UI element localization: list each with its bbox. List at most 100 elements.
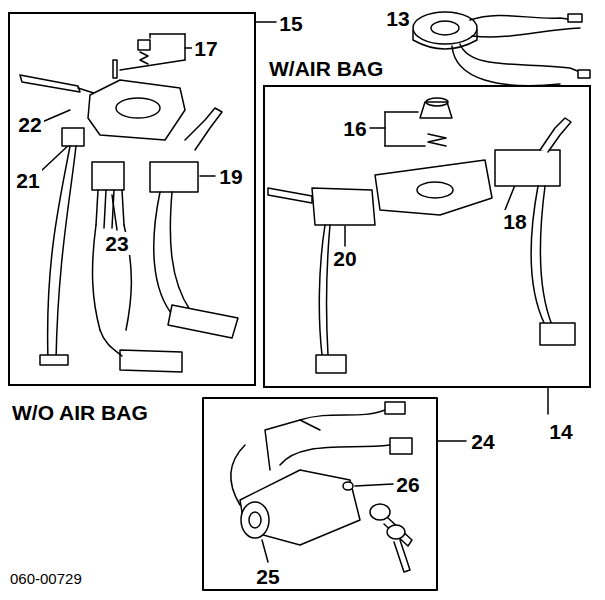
drawing-stroke <box>375 160 492 215</box>
drawing-stroke <box>168 305 238 338</box>
drawing-stroke <box>262 540 268 562</box>
drawing-stroke <box>120 350 182 372</box>
drawing-stroke <box>240 470 360 545</box>
group-frame <box>203 398 437 590</box>
ignition-switch <box>231 402 412 572</box>
drawing-stroke <box>96 190 124 228</box>
callout-number: 25 <box>254 565 281 588</box>
drawing-stroke <box>540 323 575 345</box>
drawing-stroke <box>385 145 425 147</box>
drawing-stroke <box>154 192 190 318</box>
drawing-stroke <box>185 108 222 150</box>
callout-number: 24 <box>469 430 496 453</box>
drawing-stroke <box>48 146 70 360</box>
drawing-stroke <box>394 540 410 572</box>
drawing-stroke <box>280 445 390 465</box>
leader-lines <box>40 22 548 562</box>
drawing-stroke <box>431 21 459 35</box>
drawing-stroke <box>312 188 375 225</box>
drawing-stroke <box>355 484 393 486</box>
drawing-stroke <box>113 60 117 78</box>
drawing-stroke <box>426 98 448 106</box>
drawing-stroke <box>370 127 385 129</box>
drawing-stroke <box>390 438 412 454</box>
drawing-stroke <box>384 112 386 146</box>
drawing-stroke <box>438 440 466 442</box>
drawing-stroke <box>249 512 261 528</box>
group-heading: W/O AIR BAG <box>12 401 148 425</box>
drawing-stroke <box>100 330 122 356</box>
drawing-stroke <box>387 525 405 539</box>
drawing-stroke <box>370 504 390 520</box>
drawing-stroke <box>150 33 185 35</box>
drawing-stroke <box>460 44 585 74</box>
drawing-stroke <box>472 28 580 37</box>
drawing-stroke <box>452 46 560 86</box>
drawing-stroke <box>316 355 346 373</box>
drawing-stroke <box>200 175 215 177</box>
group-heading: W/AIR BAG <box>269 57 383 81</box>
drawing-stroke <box>184 34 186 60</box>
drawing-stroke <box>413 30 477 49</box>
drawing-stroke <box>149 34 151 38</box>
drawing-stroke <box>20 75 80 92</box>
drawing-stroke <box>265 420 320 470</box>
drawing-stroke <box>120 60 185 70</box>
drawing-stroke <box>56 146 76 360</box>
callout-number: 18 <box>501 210 528 233</box>
drawing-stroke <box>417 182 453 198</box>
drawing-stroke <box>231 445 245 505</box>
drawing-stroke <box>344 226 346 246</box>
callout-number: 23 <box>103 232 130 255</box>
drawing-stroke <box>327 225 330 355</box>
callout-number: 19 <box>217 165 244 188</box>
callout-number: 20 <box>331 247 358 270</box>
drawing-stroke <box>578 70 590 78</box>
drawing-stroke <box>540 118 571 152</box>
drawing-stroke <box>470 15 575 20</box>
drawing-stroke <box>268 188 312 203</box>
drawing-stroke <box>140 52 148 64</box>
combination-switch-w-airbag <box>268 98 575 373</box>
drawing-stroke <box>138 40 150 50</box>
drawing-stroke <box>93 225 132 330</box>
group-frame: W/O AIR BAG <box>8 12 256 386</box>
drawing-stroke <box>40 355 68 365</box>
drawing-stroke <box>42 110 70 122</box>
callout-number: 15 <box>277 12 304 35</box>
callout-number: 16 <box>341 117 368 140</box>
drawing-stroke <box>319 225 325 355</box>
drawing-stroke <box>185 47 192 49</box>
group-frame: W/AIR BAG <box>263 85 591 388</box>
drawing-stroke <box>150 162 198 192</box>
drawing-stroke <box>116 98 160 118</box>
drawing-stroke <box>547 388 549 414</box>
drawing-stroke <box>92 162 124 190</box>
drawing-stroke <box>568 14 582 22</box>
callout-number: 17 <box>192 37 219 60</box>
drawing-stroke <box>62 128 84 146</box>
drawing-stroke <box>300 410 385 420</box>
drawing-stroke <box>343 482 353 490</box>
drawing-stroke <box>256 21 276 23</box>
combination-switch-wo-airbag <box>20 40 238 372</box>
spiral-cable <box>413 12 590 86</box>
callout-number: 22 <box>16 113 43 136</box>
drawing-number: 060-00729 <box>8 570 84 587</box>
drawing-stroke <box>385 111 418 113</box>
drawing-stroke <box>385 402 405 414</box>
drawing-stroke <box>413 12 477 44</box>
drawing-stroke <box>540 186 552 325</box>
drawing-stroke <box>384 518 412 546</box>
callout-number: 26 <box>394 473 421 496</box>
drawing-stroke <box>88 80 185 140</box>
drawing-stroke <box>428 134 446 146</box>
callout-number: 21 <box>14 169 41 192</box>
callout-number: 13 <box>384 7 411 30</box>
drawing-stroke <box>241 502 269 538</box>
callout-number: 14 <box>547 420 574 443</box>
drawing-stroke <box>495 150 560 186</box>
